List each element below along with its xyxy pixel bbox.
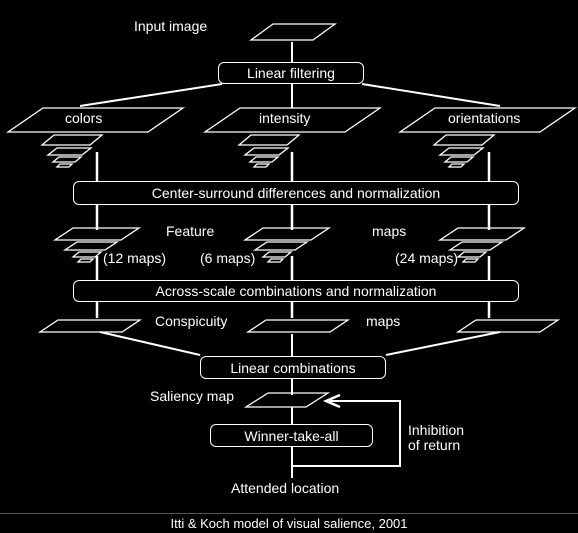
linear-filtering-box: Linear filtering bbox=[218, 62, 364, 84]
inhibition-arrowhead bbox=[322, 393, 341, 409]
orientations-pyramid-level-2 bbox=[438, 147, 485, 156]
orientations-conspicuity-map bbox=[455, 319, 561, 333]
colors-feature-map-1 bbox=[52, 227, 142, 241]
colors-pyramid-level-1 bbox=[40, 134, 104, 146]
filtering-to-colors-line bbox=[79, 83, 223, 107]
colors-base-plane bbox=[5, 107, 186, 133]
colors-pyramid-level-4 bbox=[55, 163, 74, 168]
colors-conspicuity-to-combination bbox=[99, 331, 201, 356]
colors-conspicuity-map bbox=[37, 319, 143, 333]
feature-maps-label: maps bbox=[372, 223, 407, 239]
twelve-maps-label: (12 maps) bbox=[103, 250, 167, 266]
intensity-pyramid-level-1 bbox=[237, 134, 301, 146]
orientations-pyramid-level-1 bbox=[432, 134, 496, 146]
input-image-label: Input image bbox=[134, 18, 208, 34]
caption-divider bbox=[0, 513, 578, 514]
diagram-graphics bbox=[5, 23, 578, 478]
orientations-base-plane bbox=[397, 107, 578, 133]
orientations-conspicuity-to-combination bbox=[385, 331, 501, 356]
colors-feature-map-4 bbox=[76, 258, 95, 263]
intensity-label: intensity bbox=[259, 110, 311, 126]
orientations-feature-map-4 bbox=[461, 258, 480, 263]
feature-label: Feature bbox=[166, 223, 215, 239]
of-return-label: of return bbox=[408, 437, 461, 453]
colors-pyramid-level-3 bbox=[51, 156, 83, 163]
intensity-feature-map-1 bbox=[242, 227, 332, 241]
orientations-pyramid-level-3 bbox=[443, 156, 475, 163]
saliency-map-plane bbox=[243, 392, 331, 408]
conspicuity-label: Conspicuity bbox=[155, 313, 228, 329]
intensity-pyramid-level-4 bbox=[252, 163, 271, 168]
orientations-feature-map-2 bbox=[447, 241, 505, 251]
intensity-feature-map-3 bbox=[261, 251, 293, 258]
orientations-feature-map-3 bbox=[456, 251, 488, 258]
conspicuity-maps-label: maps bbox=[366, 313, 401, 329]
orientations-feature-map-1 bbox=[437, 227, 527, 241]
colors-pyramid-level-2 bbox=[46, 147, 93, 156]
caption: Itti & Koch model of visual salience, 20… bbox=[170, 516, 408, 531]
twentyfour-maps-label: (24 maps) bbox=[395, 250, 459, 266]
center-surround-box: Center-surround differences and normaliz… bbox=[73, 181, 519, 205]
filtering-to-orientations-line bbox=[361, 83, 501, 107]
across-scale-box: Across-scale combinations and normalizat… bbox=[73, 280, 519, 302]
orientations-pyramid-level-4 bbox=[447, 163, 466, 168]
intensity-feature-map-4 bbox=[266, 258, 285, 263]
saliency-map-label: Saliency map bbox=[150, 388, 235, 404]
intensity-base-plane bbox=[202, 107, 383, 133]
colors-label: colors bbox=[65, 110, 103, 126]
intensity-pyramid-level-3 bbox=[248, 156, 280, 163]
inhibition-label: Inhibition bbox=[408, 422, 465, 438]
colors-feature-map-2 bbox=[62, 241, 120, 251]
colors-feature-map-3 bbox=[71, 251, 103, 258]
six-maps-label: (6 maps) bbox=[200, 250, 256, 266]
attended-location-label: Attended location bbox=[231, 480, 340, 496]
intensity-feature-map-2 bbox=[252, 241, 310, 251]
linear-combinations-box: Linear combinations bbox=[200, 356, 386, 379]
input-image-plane bbox=[249, 23, 337, 41]
intensity-conspicuity-map bbox=[245, 319, 351, 333]
intensity-pyramid-level-2 bbox=[243, 147, 290, 156]
winner-take-all-box: Winner-take-all bbox=[210, 424, 373, 447]
inhibition-loop-line bbox=[292, 400, 401, 467]
orientations-label: orientations bbox=[448, 110, 521, 126]
